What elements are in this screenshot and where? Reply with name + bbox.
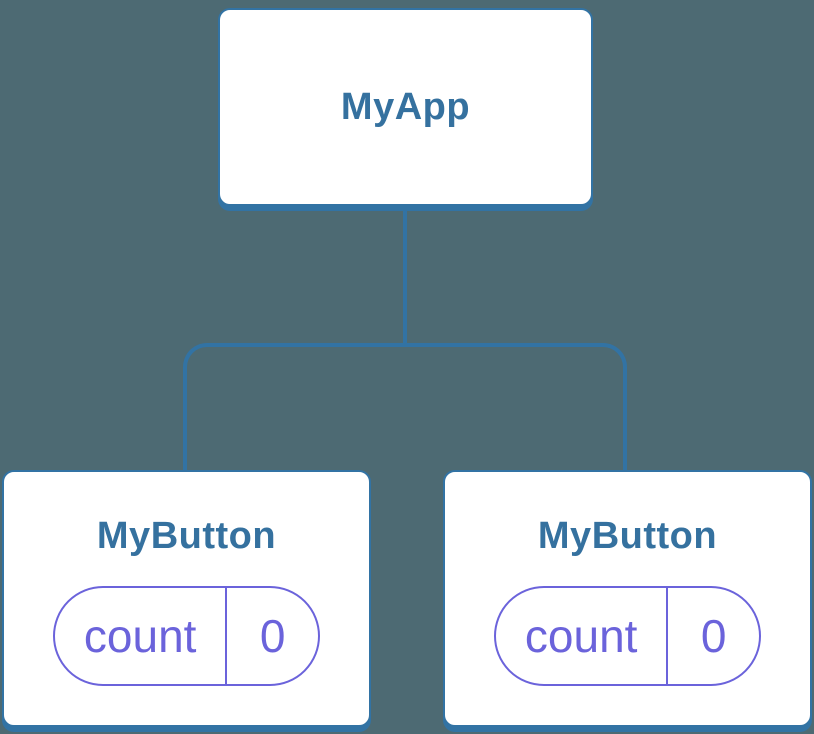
state-value: 0 [700,610,727,662]
child-component-label: MyButton [537,515,718,557]
state-key-label: count [55,588,228,684]
root-connector-line [403,204,407,346]
child-component-card-left: MyButton count 0 [2,470,371,727]
state-pill: count 0 [494,586,761,686]
child-component-label: MyButton [96,515,277,557]
root-component-card: MyApp [218,8,593,206]
child-component-card-right: MyButton count 0 [443,470,812,727]
children-connector-bracket [183,343,627,473]
state-key-label: count [496,588,669,684]
root-component-label: MyApp [340,86,471,128]
state-value: 0 [259,610,286,662]
state-pill: count 0 [53,586,320,686]
